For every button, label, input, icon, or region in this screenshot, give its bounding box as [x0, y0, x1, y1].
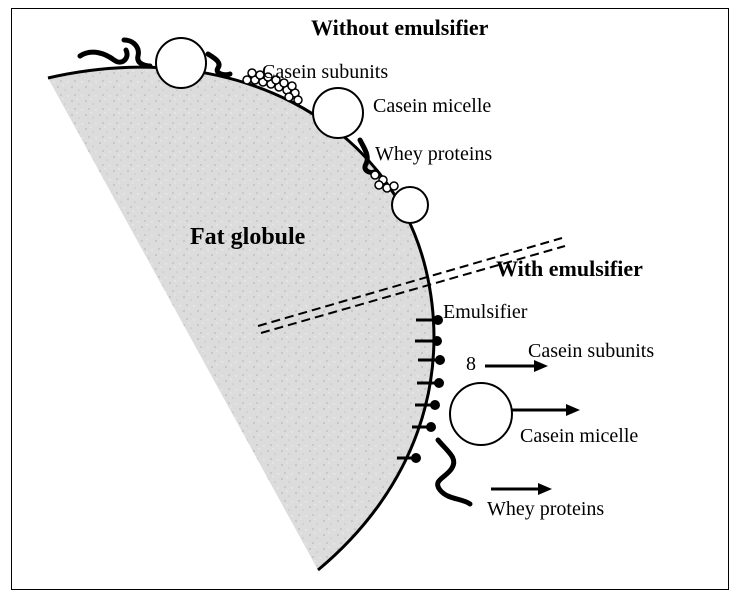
casein-micelle-adsorbed	[313, 88, 363, 138]
whey-protein-released	[438, 440, 470, 504]
label-fat-globule: Fat globule	[190, 224, 306, 250]
label-casein-subunits: Casein subunits	[262, 61, 388, 83]
label-whey-proteins: Whey proteins	[375, 143, 492, 165]
label-emulsifier: Emulsifier	[443, 301, 528, 323]
label-casein-micelle: Casein micelle	[373, 95, 491, 117]
casein-micelle-released	[450, 383, 512, 445]
heading-with-emulsifier: With emulsifier	[496, 256, 643, 281]
casein-subunit-glyph: 8	[466, 353, 476, 375]
label-casein-subunits-released: Casein subunits	[528, 340, 654, 362]
label-whey-proteins-released: Whey proteins	[487, 498, 604, 520]
arrow-casein-micelle	[512, 404, 580, 416]
casein-micelle-adsorbed	[392, 187, 428, 223]
heading-without-emulsifier: Without emulsifier	[311, 15, 489, 40]
casein-micelle-adsorbed	[156, 38, 206, 88]
arrow-whey-proteins	[491, 483, 552, 495]
label-casein-micelle-released: Casein micelle	[520, 425, 638, 447]
